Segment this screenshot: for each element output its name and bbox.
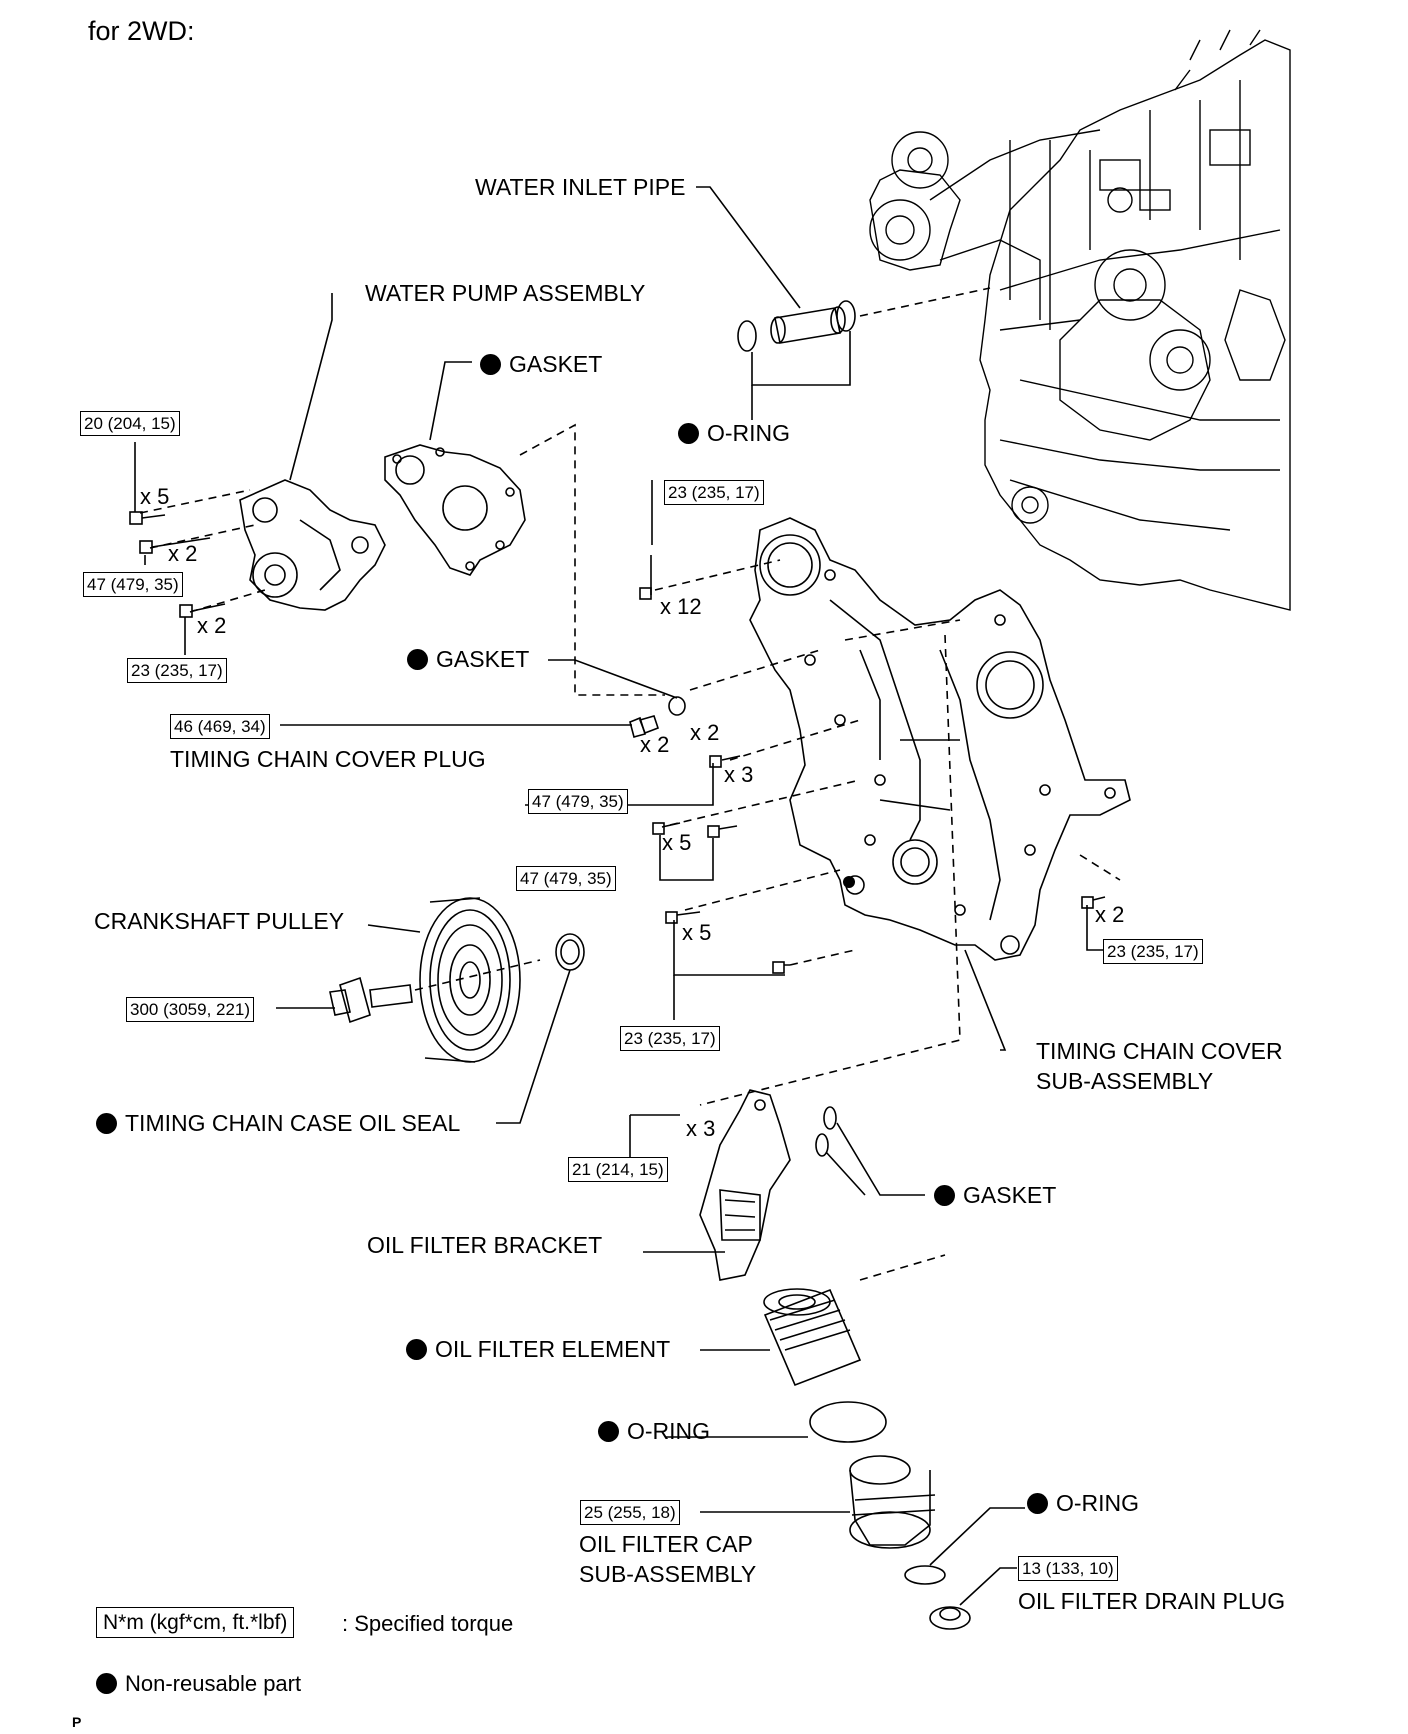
torque-box: 21 (214, 15) [568,1157,668,1182]
cover-plug-drawing [629,715,660,738]
oring-2-drawing [809,1401,887,1443]
crankshaft-bolt-drawing [329,976,413,1024]
gasket-3-text: GASKET [963,1182,1057,1208]
legend-nonreusable-text: Non-reusable part [125,1671,302,1696]
engine-block [869,29,1291,611]
label-o-ring-3: O-RING [1027,1492,1139,1515]
label-o-ring-2: O-RING [598,1420,710,1443]
torque-box: 300 (3059, 221) [126,997,255,1022]
bolts-water-pump [129,511,226,618]
page-title: for 2WD: [88,16,195,46]
torque-box: 13 (133, 10) [1018,1556,1118,1581]
reference-mark: P [72,1714,82,1730]
label-timing-chain-cover-plug: TIMING CHAIN COVER PLUG [170,746,486,772]
quantity-label: x 12 [660,594,702,619]
torque-box: 23 (235, 17) [127,658,227,683]
label-oil-filter-drain-plug: OIL FILTER DRAIN PLUG [1018,1588,1286,1614]
nonreusable-dot-icon [407,649,428,670]
nonreusable-dot-icon [480,354,501,375]
label-gasket-2: GASKET [407,648,529,671]
quantity-label: x 3 [686,1116,716,1141]
label-timing-chain-cover-1: TIMING CHAIN COVER [1036,1038,1283,1064]
drain-plug-drawing [929,1606,971,1630]
nonreusable-dot-icon [96,1673,117,1694]
torque-box: 47 (479, 35) [516,866,616,891]
label-oil-filter-element: OIL FILTER ELEMENT [406,1338,670,1361]
quantity-label: x 2 [197,613,227,638]
nonreusable-dot-icon [934,1185,955,1206]
label-gasket-1: GASKET [480,353,602,376]
label-gasket-3: GASKET [934,1184,1056,1207]
label-oil-filter-cap-1: OIL FILTER CAP [579,1531,753,1557]
torque-box: 46 (469, 34) [170,714,270,739]
torque-box: 25 (255, 18) [580,1500,680,1525]
label-crankshaft-pulley: CRANKSHAFT PULLEY [94,908,345,934]
quantity-label: x 2 [690,720,720,745]
label-timing-chain-cover-2: SUB-ASSEMBLY [1036,1068,1214,1094]
torque-box: 47 (479, 35) [528,789,628,814]
nonreusable-dot-icon [598,1421,619,1442]
quantity-label: x 5 [140,484,170,509]
legend-nonreusable: Non-reusable part [96,1673,301,1695]
label-water-inlet-pipe: WATER INLET PIPE [475,174,686,200]
label-oil-filter-cap-2: SUB-ASSEMBLY [579,1561,757,1587]
o-ring-2-text: O-RING [627,1418,711,1444]
quantity-label: x 5 [682,920,712,945]
gasket-1-text: GASKET [509,351,603,377]
torque-box: 20 (204, 15) [80,411,180,436]
label-timing-chain-case-oil-seal: TIMING CHAIN CASE OIL SEAL [96,1112,460,1135]
quantity-label: x 2 [1095,902,1125,927]
nonreusable-dot-icon [678,423,699,444]
oil-filter-element-text: OIL FILTER ELEMENT [435,1336,671,1362]
nonreusable-dot-icon [96,1113,117,1134]
legend-torque-box: N*m (kgf*cm, ft.*lbf) [96,1607,295,1638]
label-oil-filter-bracket: OIL FILTER BRACKET [367,1232,603,1258]
torque-box: 23 (235, 17) [1103,939,1203,964]
o-ring-1-text: O-RING [707,420,791,446]
nonreusable-dot-icon [406,1339,427,1360]
quantity-label: x 2 [168,541,198,566]
water-pump-gasket-drawing [384,444,526,576]
oring-3-drawing [904,1565,946,1585]
oil-filter-bracket-drawing [699,1089,791,1281]
quantity-label: x 2 [640,732,670,757]
oil-filter-element-drawing [763,1288,862,1387]
legend-torque-text: : Specified torque [342,1611,514,1636]
small-gasket-drawing [668,696,686,716]
oil-filter-cap-drawing [849,1455,936,1549]
torque-box: 47 (479, 35) [83,572,183,597]
gasket-2-text: GASKET [436,646,530,672]
water-inlet-pipe-drawing [737,300,856,352]
crankshaft-pulley-drawing [419,897,521,1063]
water-pump-drawing [239,479,386,611]
label-water-pump-assembly: WATER PUMP ASSEMBLY [365,280,646,306]
torque-box: 23 (235, 17) [664,480,764,505]
o-ring-3-text: O-RING [1056,1490,1140,1516]
nonreusable-dot-icon [1027,1493,1048,1514]
torque-box: 23 (235, 17) [620,1026,720,1051]
quantity-label: x 3 [724,762,754,787]
oil-seal-text: TIMING CHAIN CASE OIL SEAL [125,1110,461,1136]
quantity-label: x 5 [662,830,692,855]
timing-chain-cover-drawing [749,517,1131,961]
label-o-ring-1: O-RING [678,422,790,445]
bolts-timing-cover [639,587,1106,974]
